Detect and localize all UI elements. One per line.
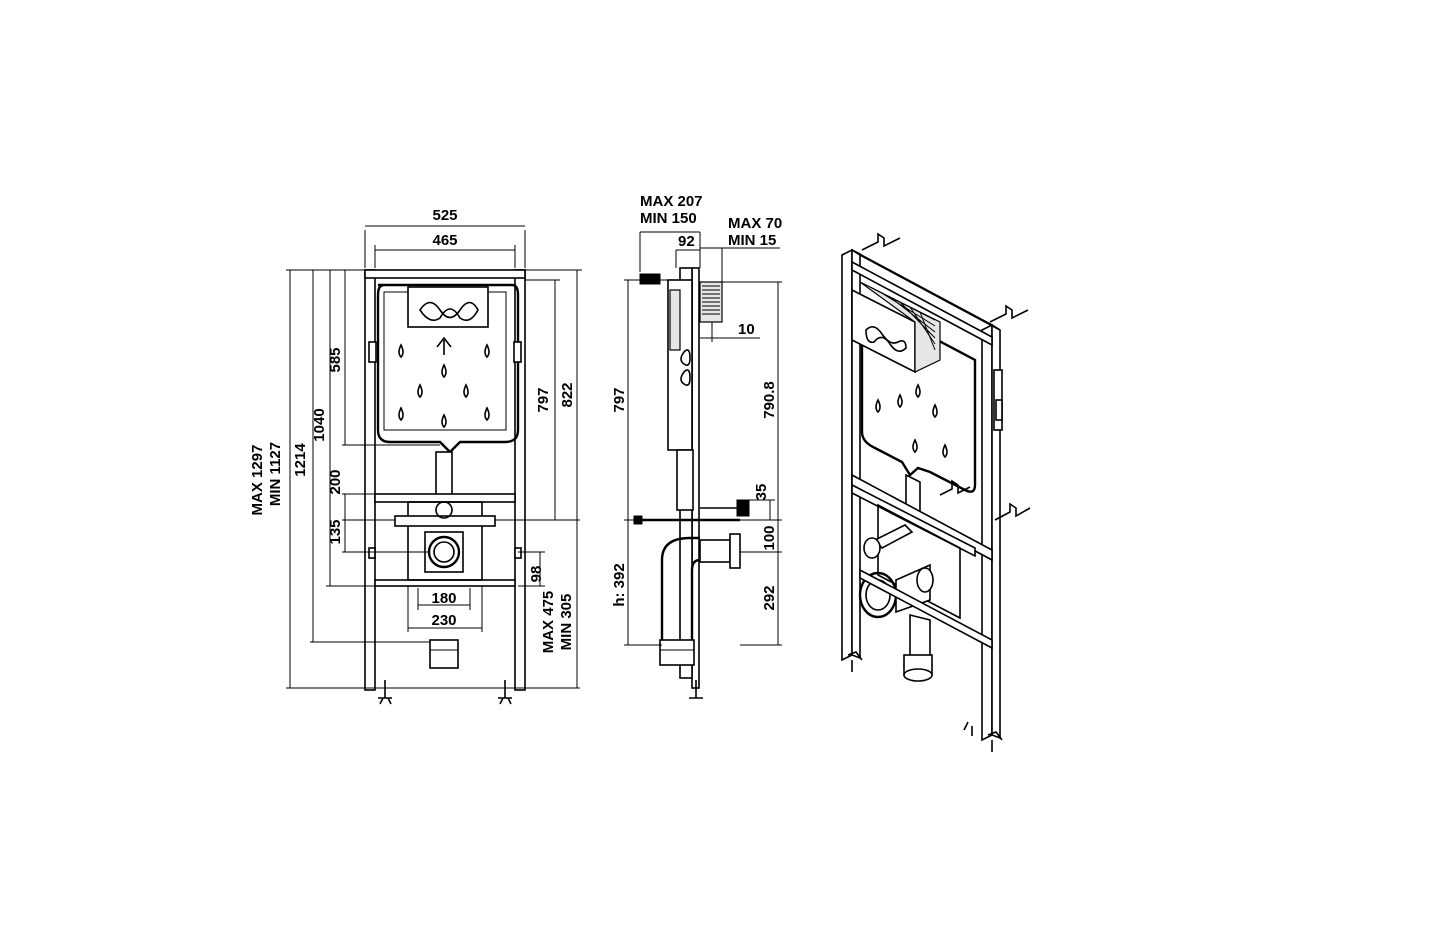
side-view: MAX 207 MIN 150 92 MAX 70 MIN 15 10 797 … xyxy=(611,193,782,699)
dim-height-max: MAX 1297 xyxy=(249,445,266,516)
dim-depth-min: MIN 150 xyxy=(640,210,697,227)
dim-width-180: 180 xyxy=(431,590,456,607)
dim-plate-min: MIN 15 xyxy=(728,232,776,249)
dim-width-inner: 465 xyxy=(432,232,457,249)
dim-plate-max: MAX 70 xyxy=(728,215,782,232)
dim-height-585: 585 xyxy=(327,347,344,372)
dim-side-35: 35 xyxy=(753,484,770,501)
dim-depth-92: 92 xyxy=(678,233,695,250)
dim-gap-10: 10 xyxy=(738,321,755,338)
dim-height-822: 822 xyxy=(559,382,576,407)
dim-offset-98: 98 xyxy=(528,566,545,583)
dim-height-797: 797 xyxy=(535,387,552,412)
dim-side-797: 797 xyxy=(611,387,628,412)
dim-side-100: 100 xyxy=(761,525,778,550)
dim-height-200: 200 xyxy=(327,469,344,494)
dim-side-790-8: 790.8 xyxy=(761,381,778,419)
dim-depth-max: MAX 207 xyxy=(640,193,703,210)
dim-height-frame: 1214 xyxy=(292,443,309,477)
front-view: 525 465 MAX 1297 MIN 1127 1214 1040 585 … xyxy=(249,207,582,705)
dim-height-min: MIN 1127 xyxy=(267,442,284,506)
dim-side-292: 292 xyxy=(761,585,778,610)
dim-foot-min: MIN 305 xyxy=(558,594,575,651)
dim-width-outer: 525 xyxy=(432,207,457,224)
isometric-view xyxy=(841,232,1031,752)
dim-side-h392: h: 392 xyxy=(611,563,628,606)
dim-height-1040: 1040 xyxy=(311,408,328,441)
dim-foot-max: MAX 475 xyxy=(540,591,557,654)
dim-height-135: 135 xyxy=(327,519,344,544)
dim-width-230: 230 xyxy=(431,612,456,629)
